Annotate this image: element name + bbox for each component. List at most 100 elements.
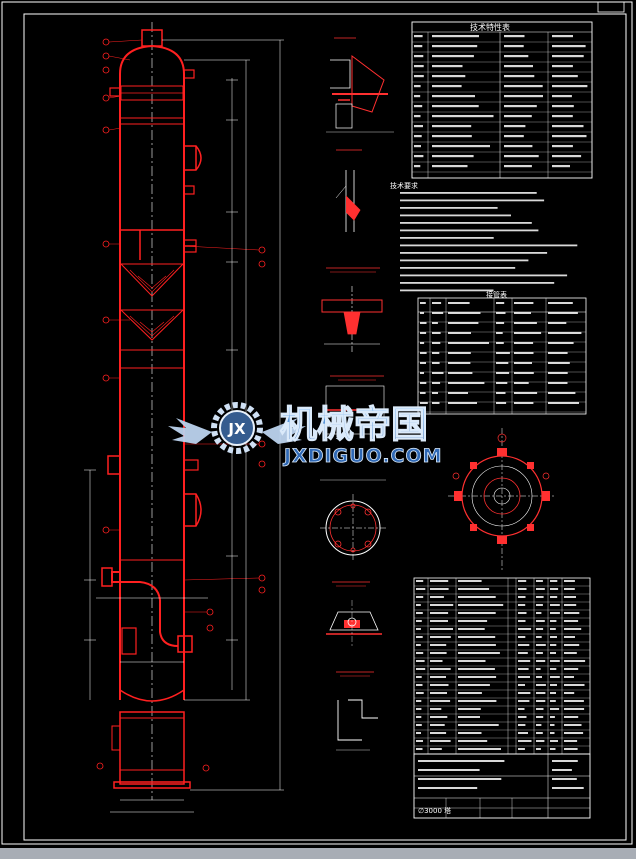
illegible-text-mark [552,155,582,158]
illegible-text-mark [518,668,529,670]
illegible-text-mark [552,135,587,138]
illegible-text-mark [400,199,545,202]
illegible-text-mark [414,135,422,138]
illegible-text-mark [400,244,578,247]
illegible-text-mark [414,115,421,118]
illegible-text-mark [432,302,442,304]
illegible-text-mark [416,660,425,662]
illegible-text-mark [416,596,424,598]
illegible-text-mark [518,724,526,726]
illegible-text-mark [504,85,543,88]
illegible-text-mark [536,716,544,718]
detail-d [325,375,385,435]
illegible-text-mark [496,332,503,334]
illegible-text-mark [418,787,478,789]
illegible-text-mark [552,165,570,168]
illegible-text-mark [420,312,424,314]
illegible-text-mark [458,732,482,734]
illegible-text-mark [458,740,488,742]
illegible-text-mark [518,700,530,702]
illegible-text-mark [564,740,578,742]
drawing-title: ∅3000 塔 [418,806,451,815]
illegible-text-mark [432,402,440,404]
column-elevation [84,22,284,813]
illegible-text-mark [430,596,444,598]
illegible-text-mark [518,636,526,638]
illegible-text-mark [550,732,555,734]
illegible-text-mark [552,125,584,128]
illegible-text-mark [432,332,441,334]
illegible-text-mark [536,652,543,654]
illegible-text-mark [458,628,485,630]
illegible-text-mark [416,644,421,646]
illegible-text-mark [416,700,422,702]
illegible-text-mark [432,55,474,58]
illegible-text-mark [416,580,424,582]
illegible-text-mark [552,769,572,771]
illegible-text-mark [414,105,423,108]
illegible-text-mark [400,267,516,269]
illegible-text-mark [518,588,527,590]
illegible-text-mark [414,55,424,58]
illegible-text-mark [548,352,568,354]
illegible-text-mark [414,145,421,148]
illegible-text-mark [564,596,576,598]
illegible-text-mark [514,302,534,304]
illegible-text-mark [414,165,421,168]
illegible-text-mark [458,676,497,678]
illegible-text-mark [552,105,574,108]
illegible-text-mark [504,75,535,78]
illegible-text-mark [400,237,494,239]
illegible-text-mark [458,636,496,638]
illegible-text-mark [518,692,531,694]
illegible-text-mark [550,588,559,590]
illegible-text-mark [550,604,560,606]
part-balloons [96,38,266,772]
nozzle-n6 [183,459,199,471]
illegible-text-mark [564,644,580,646]
illegible-text-mark [432,105,479,108]
return-pipe [111,571,179,647]
illegible-text-mark [448,342,489,344]
illegible-text-mark [418,778,502,780]
illegible-text-mark [420,352,427,354]
illegible-text-mark [458,716,480,718]
illegible-text-mark [458,580,482,582]
illegible-text-mark [416,628,421,630]
illegible-text-mark [458,620,488,622]
illegible-text-mark [430,724,445,726]
illegible-text-mark [432,362,440,364]
illegible-text-mark [432,45,478,48]
detail-a [326,37,394,133]
illegible-text-mark [536,628,544,630]
illegible-text-mark [518,596,526,598]
illegible-text-mark [504,95,543,98]
illegible-text-mark [432,352,440,354]
illegible-text-mark [536,668,541,670]
illegible-text-mark [536,700,546,702]
illegible-text-mark [430,668,451,670]
illegible-text-mark [432,125,472,128]
illegible-text-mark [432,322,438,324]
illegible-text-mark [414,35,423,38]
illegible-text-mark [414,125,423,128]
illegible-text-mark [536,612,542,614]
illegible-text-mark [400,214,511,217]
illegible-text-mark [564,684,585,686]
outer-frame [1,1,633,845]
illegible-text-mark [496,392,506,394]
illegible-text-mark [564,700,584,702]
detail-b [335,149,362,232]
illegible-text-mark [550,708,560,710]
illegible-text-mark [564,636,575,638]
illegible-text-mark [418,769,480,771]
illegible-text-mark [430,676,446,678]
illegible-text-mark [414,65,424,68]
detail-g [336,671,378,751]
illegible-text-mark [448,382,485,384]
illegible-text-mark [458,684,490,686]
nozzle-n5 [107,455,121,475]
illegible-text-mark [416,748,423,750]
illegible-text-mark [552,115,573,118]
illegible-text-mark [514,402,534,404]
